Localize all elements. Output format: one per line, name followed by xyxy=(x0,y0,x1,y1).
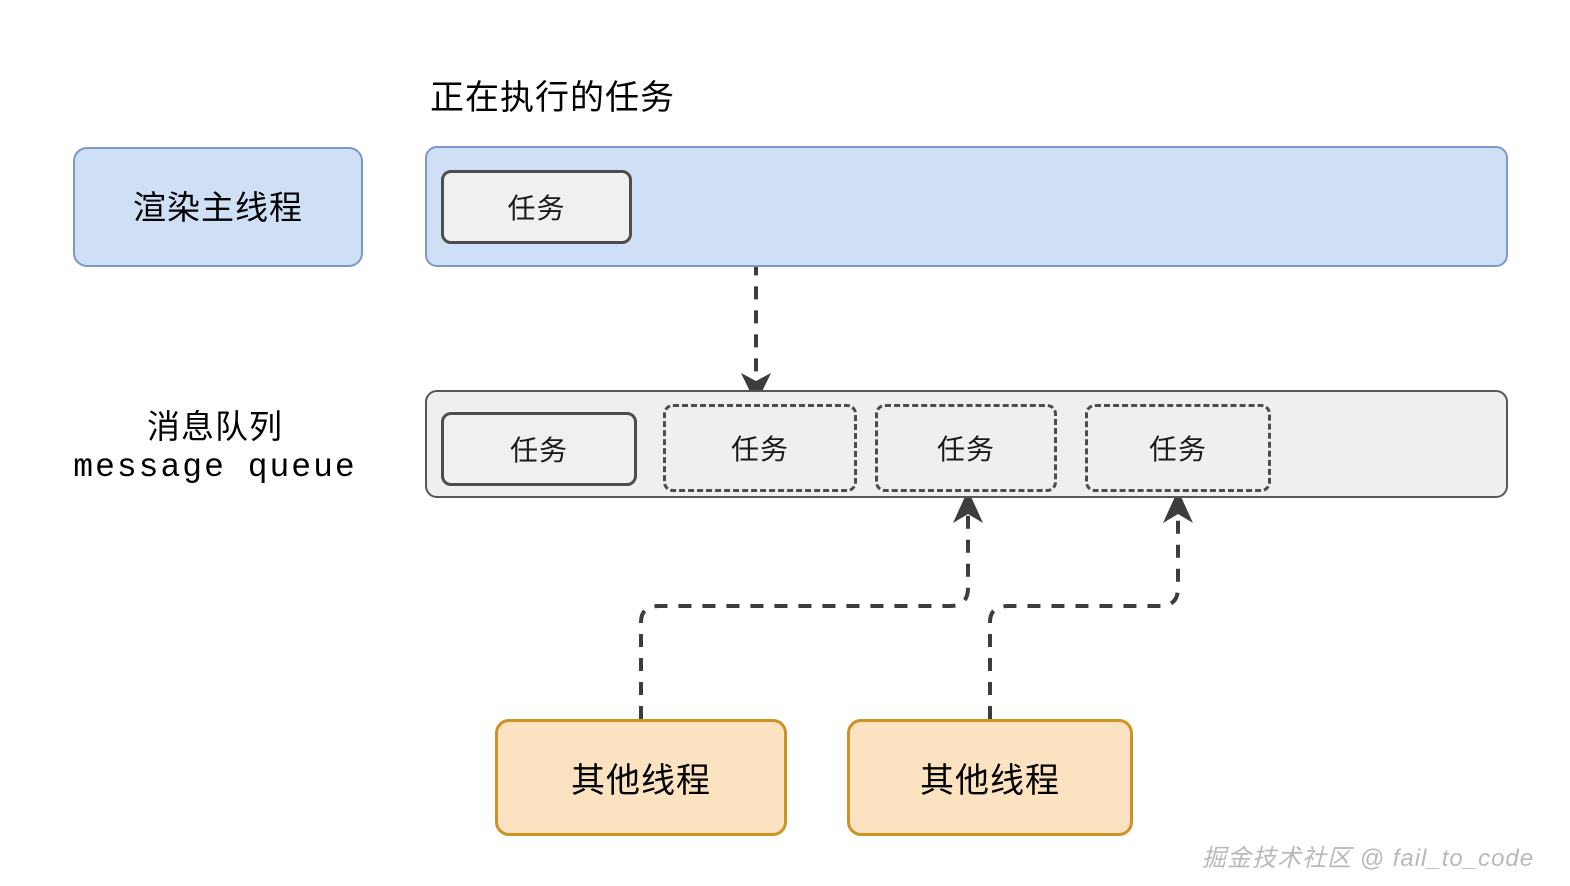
worker-thread-box-2: 其他线程 xyxy=(847,719,1133,836)
queue-task-chip-1[interactable]: 任务 xyxy=(441,412,637,486)
worker-thread-box-1: 其他线程 xyxy=(495,719,787,836)
message-queue-label-cn: 消息队列 xyxy=(147,408,283,445)
page-title: 正在执行的任务 xyxy=(430,79,675,117)
running-task-chip[interactable]: 任务 xyxy=(441,170,632,244)
connector-worker2-to-queue xyxy=(988,512,1180,719)
message-queue-label: 消息队列 message queue xyxy=(20,408,410,488)
main-thread-label: 渲染主线程 xyxy=(133,188,303,226)
main-thread-box: 渲染主线程 xyxy=(73,147,363,267)
queue-task-chip-4[interactable]: 任务 xyxy=(1085,404,1271,492)
message-queue-label-en: message queue xyxy=(73,448,357,486)
queue-task-chip-2[interactable]: 任务 xyxy=(663,404,857,492)
queue-task-chip-3[interactable]: 任务 xyxy=(875,404,1057,492)
connector-worker1-to-queue xyxy=(639,512,970,719)
watermark: 掘金技术社区 @ fail_to_code xyxy=(1202,845,1535,872)
